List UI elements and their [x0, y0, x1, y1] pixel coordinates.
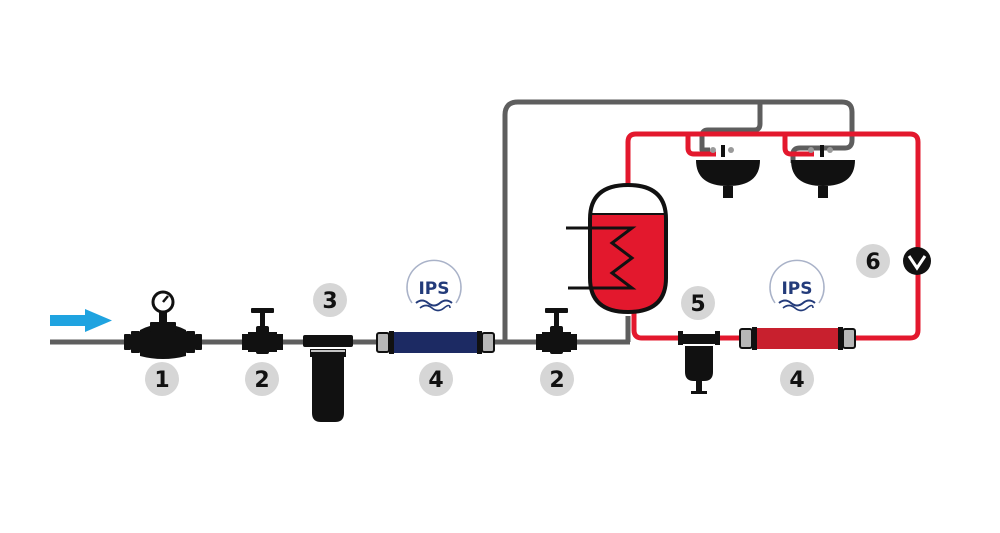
hot-supply-line — [625, 131, 921, 341]
hot-branch-sink-2 — [782, 134, 814, 157]
gate-valve-icon — [536, 308, 577, 354]
badge-label: 5 — [690, 292, 705, 317]
cartridge-filter-icon — [303, 335, 353, 422]
badge-filter-hot-loop: 5 — [681, 286, 715, 320]
ips-wave-logo-icon: IPS — [769, 259, 825, 312]
hot-branch-sink-1 — [685, 134, 716, 157]
ips-filter-hot — [739, 327, 856, 350]
badge-ips-cold: 4 — [419, 362, 453, 396]
badge-label: 4 — [789, 368, 804, 393]
water-meter-icon — [124, 290, 202, 359]
badge-meter: 1 — [145, 362, 179, 396]
badge-label: 6 — [865, 250, 880, 275]
cartridge-filter-icon — [678, 331, 720, 394]
ips-wave-logo-icon: IPS — [406, 259, 462, 312]
washbasin-icon — [791, 145, 855, 198]
cold-riser-to-sinks — [502, 99, 855, 342]
badge-label: 4 — [428, 368, 443, 393]
boiler-tank-icon — [588, 182, 668, 315]
hot-water-pipes — [625, 131, 921, 341]
badge-valve-tank: 2 — [540, 362, 574, 396]
badge-label: 1 — [154, 368, 169, 393]
arrow-right-icon — [50, 309, 112, 332]
cold-branch-sink-1 — [699, 102, 763, 153]
circulation-pump-icon — [903, 247, 931, 275]
gate-valve-icon — [242, 308, 283, 354]
ips-logo-text: IPS — [781, 279, 812, 299]
coil-icon — [566, 226, 637, 290]
ips-logo-text: IPS — [418, 279, 449, 299]
ips-filter-cold — [376, 331, 495, 354]
badge-ips-hot: 4 — [780, 362, 814, 396]
badge-label: 2 — [549, 368, 564, 393]
badge-pump: 6 — [856, 244, 890, 278]
badge-valve-inlet: 2 — [245, 362, 279, 396]
washbasin-icon — [696, 145, 760, 198]
badge-label: 2 — [254, 368, 269, 393]
badge-prefilter: 3 — [313, 283, 347, 317]
badge-label: 3 — [322, 289, 337, 314]
